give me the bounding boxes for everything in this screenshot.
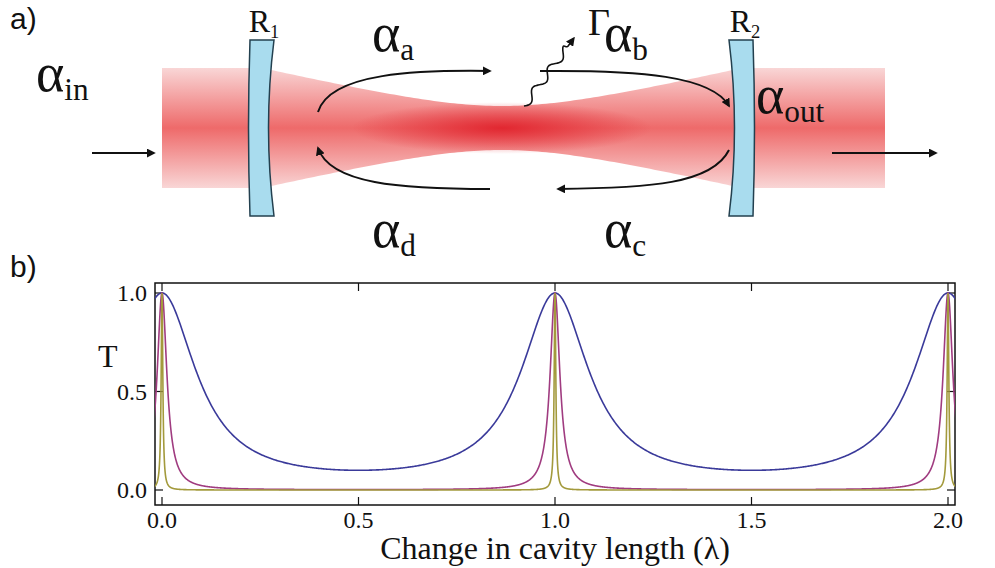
tick-label: 0.5 — [117, 380, 147, 404]
symbol-subscript: out — [784, 94, 824, 129]
loss-wavy-arrow — [524, 38, 574, 106]
transmission-curve — [155, 293, 955, 490]
field-arrow — [92, 152, 154, 154]
transmission-plot — [154, 283, 956, 505]
mirror-shape — [246, 39, 276, 217]
circulating-field-arrows — [92, 38, 936, 189]
panel-label: b) — [10, 252, 37, 282]
symbol-subscript: 2 — [751, 21, 760, 42]
axis-title: T — [98, 340, 118, 372]
field-label: αb — [604, 6, 648, 60]
mirror-shape — [727, 39, 757, 217]
field-arrow — [318, 71, 490, 112]
symbol-subscript: d — [400, 228, 416, 263]
symbol-base: R — [249, 3, 270, 39]
input-beam — [162, 68, 258, 188]
symbol-subscript: b — [632, 32, 648, 67]
tick-label: 1.0 — [540, 508, 570, 532]
axis-title: Change in cavity length (λ) — [380, 532, 730, 564]
symbol-base: α — [604, 199, 632, 259]
tick-label: 0.0 — [147, 508, 177, 532]
tick-label: 1.5 — [737, 508, 767, 532]
mirror: R2 — [727, 39, 757, 217]
symbol-subscript: a — [400, 32, 414, 67]
field-arrow — [832, 152, 936, 154]
symbol-subscript: c — [632, 228, 646, 263]
symbol-base: α — [372, 199, 400, 259]
tick-label: 0.0 — [117, 478, 147, 502]
mirror-label: R2 — [730, 5, 761, 37]
symbol-base: α — [372, 3, 400, 63]
symbol-base: α — [756, 65, 784, 125]
tick-label: 2.0 — [933, 508, 963, 532]
plot-frame — [155, 283, 955, 505]
mirror-label: R1 — [249, 5, 280, 37]
field-arrow — [558, 150, 729, 189]
cavity-beam — [258, 67, 742, 189]
symbol-base: α — [36, 43, 64, 103]
tick-label: 1.0 — [117, 281, 147, 305]
symbol-base: R — [730, 3, 751, 39]
field-arrow — [540, 71, 729, 106]
field-label: αout — [756, 68, 824, 122]
symbol-subscript: in — [64, 72, 88, 107]
field-arrow — [318, 148, 490, 189]
symbol-base: α — [604, 3, 632, 63]
beam-waist — [352, 102, 652, 154]
field-label: αa — [372, 6, 414, 60]
transmission-curve — [155, 293, 955, 490]
axis-ticks — [155, 283, 955, 505]
field-label: αin — [36, 46, 89, 100]
field-label: αc — [604, 202, 646, 256]
mirror: R1 — [246, 39, 276, 217]
panel-label: a) — [10, 4, 37, 34]
field-label: αd — [372, 202, 416, 256]
symbol-subscript: 1 — [270, 21, 279, 42]
tick-label: 0.5 — [344, 508, 374, 532]
